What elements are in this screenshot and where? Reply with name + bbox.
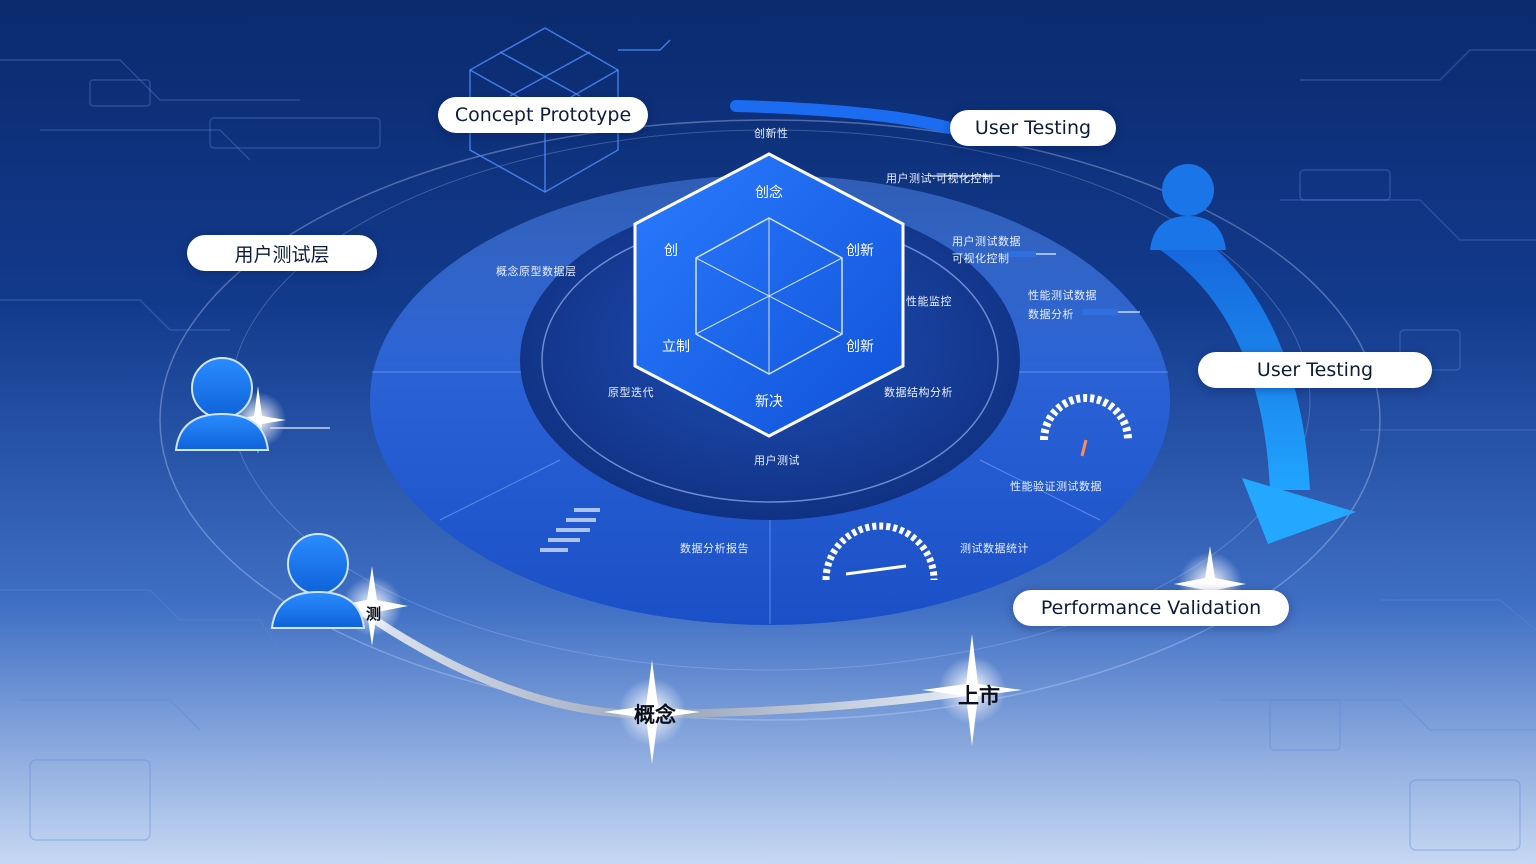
hex-label-lower-left: 立制 [662, 339, 690, 355]
user-testing-label-top: User Testing [974, 117, 1092, 139]
mini-bar-1 [1004, 251, 1036, 257]
core-hexagon [633, 152, 905, 438]
annotation-inner-mid-right: 性能监控 [906, 295, 952, 308]
milestone-launch: 上市 [958, 684, 1000, 708]
hex-label-upper-left: 创 [664, 243, 678, 259]
annotation-inner-right: 数据结构分析 [884, 386, 953, 399]
mini-bar-2 [1082, 309, 1118, 315]
performance-validation-pill: Performance Validation [1013, 590, 1289, 626]
annotation-right-1b: 可视化控制 [952, 252, 1010, 265]
annotation-left-ring: 概念原型数据层 [496, 265, 577, 278]
user-icon [174, 357, 270, 451]
user-testing-pill-right: User Testing [1198, 352, 1432, 388]
outer-orbit [159, 119, 1381, 721]
annotation-below-hex: 用户测试 [754, 454, 800, 467]
hex-label-bottom: 新决 [755, 394, 783, 410]
milestone-test: 测 [366, 605, 382, 623]
annotation-above-hex: 创新性 [754, 127, 789, 140]
user-icon [270, 533, 366, 629]
hex-label-top: 创念 [755, 185, 783, 201]
annotation-bottom-panel-b: 数据分析报告 [680, 542, 749, 555]
performance-validation-label: Performance Validation [1040, 597, 1262, 619]
annotation-right-2: 性能测试数据 [1028, 289, 1097, 302]
annotation-bottom-panel: 测试数据统计 [960, 542, 1029, 555]
hex-label-lower-right: 创新 [846, 339, 874, 355]
user-testing-layer-label: 用户测试层 [234, 243, 330, 266]
top-progress-arc [730, 100, 956, 134]
user-testing-label-right: User Testing [1256, 359, 1374, 381]
annotation-right-2b: 数据分析 [1028, 308, 1074, 321]
annotation-inner-left: 原型迭代 [608, 386, 654, 399]
background-circuit [0, 49, 1536, 851]
milestone-concept: 概念 [634, 703, 676, 727]
gauge-right [1040, 394, 1132, 457]
annotation-gauge-panel: 性能验证测试数据 [1010, 480, 1102, 493]
user-testing-layer-pill: 用户测试层 [187, 235, 377, 271]
concept-prototype-label: Concept Prototype [454, 104, 632, 126]
user-testing-pill-top: User Testing [950, 110, 1116, 146]
hex-label-upper-right: 创新 [846, 243, 874, 259]
right-flow-arrow [1160, 220, 1356, 544]
user-icon [1150, 164, 1226, 250]
annotation-top-right: 用户测试·可视化控制 [886, 172, 994, 185]
gauge-bottom [822, 522, 938, 581]
bar-graph-left [540, 508, 600, 552]
concept-prototype-pill: Concept Prototype [438, 97, 648, 133]
annotation-right-1: 用户测试数据 [952, 235, 1021, 248]
